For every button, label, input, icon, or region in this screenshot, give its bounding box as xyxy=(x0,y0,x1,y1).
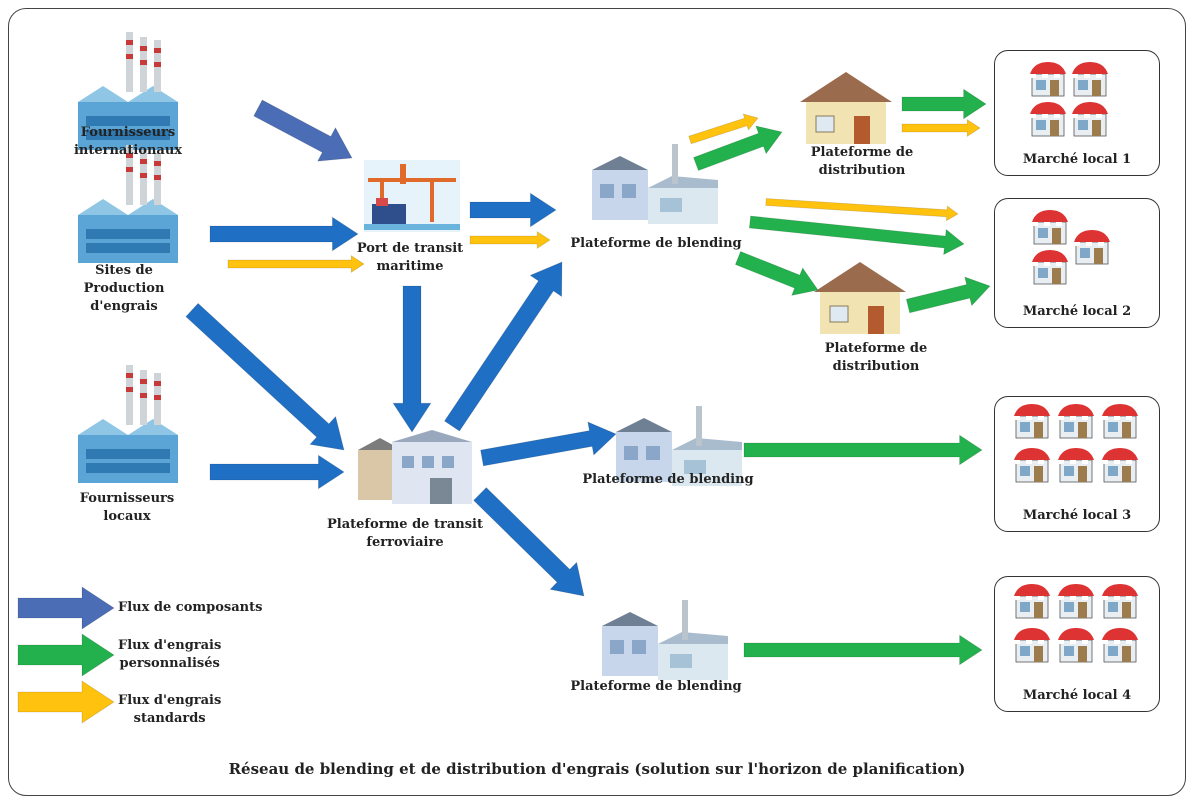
arrow-rail-to-blending3 xyxy=(473,487,585,597)
legend-label-standards: Flux d'engrais standards xyxy=(118,693,222,726)
arrow-blending2-to-market3 xyxy=(743,434,983,466)
market-label-2: Marché local 2 xyxy=(1022,304,1132,319)
arrow-rail-to-blending1 xyxy=(443,261,563,432)
legend-label-personnalises: Flux d'engrais personnalisés xyxy=(118,638,222,671)
arrow-blending1-std-to-market2 xyxy=(765,198,959,222)
label-distribution-2: Plateforme de distribution xyxy=(824,341,928,374)
flow-arrows xyxy=(185,88,991,666)
arrow-blending1-to-market2 xyxy=(748,215,965,256)
legend-arrow-personnalises xyxy=(17,633,115,677)
label-distribution-1: Plateforme de distribution xyxy=(810,145,914,178)
arrow-dist1-std-to-market1 xyxy=(901,118,981,138)
arrow-rail-to-blending2 xyxy=(480,421,617,467)
arrow-local-to-rail xyxy=(209,454,345,490)
label-blending-3: Plateforme de blending xyxy=(570,679,742,694)
arrow-dist1-to-market1 xyxy=(901,88,987,120)
label-fournisseurs-locaux: Fournisseurs locaux xyxy=(79,491,175,524)
port-crane-icon xyxy=(364,160,460,232)
market-label-3: Marché local 3 xyxy=(1022,508,1132,523)
arrow-blending1-std-to-dist1 xyxy=(688,113,759,145)
market-label-1: Marché local 1 xyxy=(1022,152,1132,167)
label-sites-production: Sites de Production d'engrais xyxy=(83,263,165,314)
arrow-port-std-to-blending1 xyxy=(469,230,551,250)
label-blending-2: Plateforme de blending xyxy=(582,472,754,487)
market-label-4: Marché local 4 xyxy=(1022,688,1132,703)
arrow-international-to-port xyxy=(253,99,353,162)
diagram-frame xyxy=(8,8,1186,796)
arrow-production-to-port xyxy=(209,216,359,252)
legend-arrow-composants xyxy=(17,586,115,630)
arrow-production-std-to-port xyxy=(227,254,365,274)
label-blending-1: Plateforme de blending xyxy=(570,236,742,251)
arrow-blending1-to-dist2 xyxy=(734,250,819,296)
arrow-port-to-blending1 xyxy=(469,192,557,228)
market-box-2: Marché local 2 xyxy=(994,198,1160,328)
diagram-caption: Réseau de blending et de distribution d'… xyxy=(228,760,966,778)
arrow-dist2-to-market2 xyxy=(905,276,991,314)
rail-platform-icon xyxy=(358,430,472,504)
legend-label-composants: Flux de composants xyxy=(118,600,263,615)
arrow-production-to-rail xyxy=(185,302,345,451)
label-plateforme-ferroviaire: Plateforme de transit ferroviaire xyxy=(327,517,483,550)
arrow-blending1-to-dist1 xyxy=(693,125,783,172)
label-port-transit: Port de transit maritime xyxy=(356,241,464,274)
legend-arrow-standards xyxy=(17,680,115,724)
arrow-port-to-rail xyxy=(392,285,432,433)
label-fournisseurs-internationaux: Fournisseurs internationaux xyxy=(73,125,183,158)
arrow-blending3-to-market4 xyxy=(743,634,983,666)
